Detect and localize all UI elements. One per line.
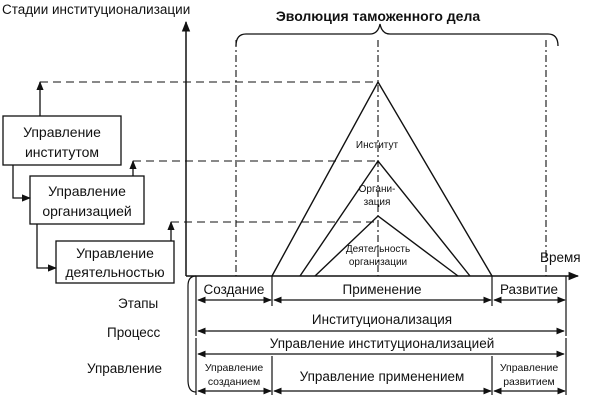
management-development-line1: Управление bbox=[500, 362, 559, 374]
box-activity-line2: деятельностью bbox=[65, 264, 164, 280]
process-institutionalization: Институционализация bbox=[312, 312, 452, 327]
stage-transition-arrows bbox=[12, 81, 175, 272]
box-activity-line1: Управление bbox=[76, 245, 154, 261]
triangle-label-organization-line1: Органи- bbox=[359, 184, 396, 195]
level-lines bbox=[40, 81, 378, 223]
evolution-triangles bbox=[271, 80, 493, 277]
row-label-management: Управление bbox=[87, 361, 162, 376]
stage-application: Применение bbox=[342, 282, 421, 297]
box-institution-line1: Управление bbox=[23, 124, 101, 140]
management-development-line2: развитием bbox=[503, 376, 555, 388]
management-creation-line2: созданием bbox=[208, 376, 260, 388]
triangle-label-activity-line1: Деятельность bbox=[346, 244, 410, 255]
box-organization-line1: Управление bbox=[48, 183, 126, 199]
management-application: Управление применением bbox=[300, 369, 465, 384]
title-brace bbox=[235, 23, 559, 47]
y-axis-label: Стадии институционализации bbox=[2, 2, 190, 17]
triangle-label-organization-line2: зация bbox=[364, 197, 391, 208]
box-institution-line2: институтом bbox=[25, 144, 99, 160]
box-institution-management bbox=[2, 115, 122, 166]
box-organization-management bbox=[29, 175, 145, 225]
box-activity-management bbox=[55, 240, 175, 284]
stage-development: Развитие bbox=[500, 282, 558, 297]
row-label-process: Процесс bbox=[107, 325, 161, 340]
box-organization-line2: организацией bbox=[42, 203, 131, 219]
triangle-label-activity-line2: организации bbox=[349, 257, 407, 268]
row-label-stages: Этапы bbox=[118, 296, 158, 311]
management-row bbox=[195, 338, 567, 395]
process-row bbox=[195, 306, 567, 336]
diagram-title: Эволюция таможенного дела bbox=[276, 8, 481, 24]
stage-creation: Создание bbox=[204, 282, 265, 297]
x-axis-label: Время bbox=[540, 250, 581, 265]
rows-bracket bbox=[187, 275, 197, 393]
management-institutionalization: Управление институционализацией bbox=[270, 336, 495, 351]
management-creation-line1: Управление bbox=[205, 362, 264, 374]
stages-row bbox=[195, 276, 567, 306]
triangle-label-institute: Институт bbox=[356, 140, 399, 151]
phase-separators bbox=[235, 40, 547, 276]
